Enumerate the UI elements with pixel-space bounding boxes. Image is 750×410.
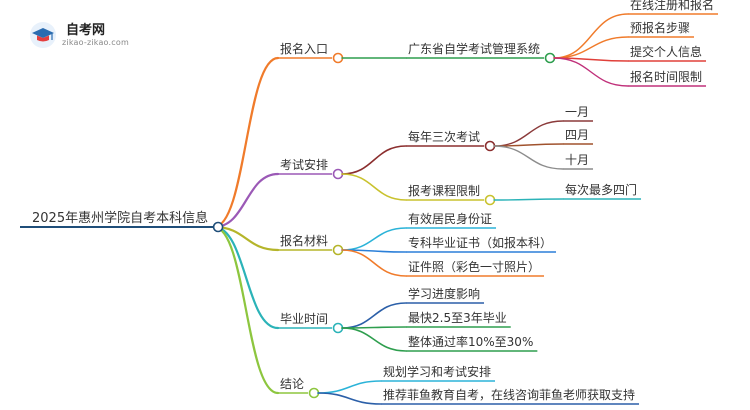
branch-4-child-1-label: 学习进度影响 <box>408 286 480 301</box>
branch-3-child-3-connector <box>341 249 407 277</box>
branch-1-child-1-leaf-3-label: 提交个人信息 <box>630 44 702 59</box>
branch-2-child-2-connector <box>341 173 407 201</box>
branch-4-connector <box>212 225 280 330</box>
branch-1-child-1-leaf-1-label: 在线注册和报名 <box>630 0 714 12</box>
branch-1-label: 报名入口 <box>280 41 328 56</box>
branch-2-child-1-leaf-1-connector <box>493 120 564 147</box>
branch-5-child-2-connector <box>317 392 382 405</box>
branch-2-child-1-connector <box>341 145 407 175</box>
branch-5-child-2-label: 推荐菲鱼教育自考，在线咨询菲鱼老师获取支持 <box>383 387 635 402</box>
branch-1-child-1-leaf-2-connector <box>553 36 629 59</box>
branch-5-dot <box>308 387 320 399</box>
branch-1-dot <box>332 52 344 64</box>
branch-2-child-2-label: 报考课程限制 <box>408 183 480 198</box>
branch-1-child-1-leaf-4-connector <box>553 57 629 87</box>
branch-5-label: 结论 <box>280 377 304 391</box>
branch-4-child-1-connector <box>341 302 407 329</box>
branch-5-child-1-connector <box>317 380 382 394</box>
branch-4-child-3-label: 整体通过率10%至30% <box>408 334 533 349</box>
branch-4-child-2-label: 最快2.5至3年毕业 <box>408 311 507 325</box>
site-logo: 自考网 zikao-zikao.com <box>28 18 148 52</box>
logo-title: 自考网 <box>66 23 106 38</box>
branch-1-child-1-dot <box>544 52 556 64</box>
root-node-label: 2025年惠州学院自考本科信息 <box>32 210 208 226</box>
branch-1-child-1-leaf-4-label: 报名时间限制 <box>630 69 702 84</box>
branch-3-child-3-label: 证件照（彩色一寸照片） <box>408 260 540 274</box>
logo-subtitle: zikao-zikao.com <box>62 38 129 47</box>
branch-3-dot <box>332 244 344 256</box>
branch-2-child-1-dot <box>484 140 496 152</box>
branch-1-child-1-label: 广东省自学考试管理系统 <box>408 41 540 56</box>
branch-1-child-1-leaf-2-label: 预报名步骤 <box>630 20 690 35</box>
branch-2-child-1-label: 每年三次考试 <box>408 129 480 144</box>
branch-1-child-1-leaf-1-connector <box>553 13 629 59</box>
branch-4-label: 毕业时间 <box>280 312 328 326</box>
branch-3-child-1-label: 有效居民身份证 <box>408 211 492 226</box>
branch-4-child-3-connector <box>341 327 407 352</box>
branch-2-child-2-leaf-1-label: 每次最多四门 <box>565 182 637 197</box>
branch-2-connector <box>212 172 280 229</box>
branch-2-child-2-dot <box>484 194 496 206</box>
branch-3-child-1-connector <box>341 227 407 251</box>
branch-5-connector <box>212 225 280 395</box>
branch-2-child-1-leaf-3-label: 十月 <box>565 153 589 167</box>
graduation-cap-icon <box>30 22 56 48</box>
root-hub-dot <box>212 221 224 233</box>
branch-2-label: 考试安排 <box>280 157 328 172</box>
branch-2-child-1-leaf-3-connector <box>493 145 564 170</box>
branch-2-dot <box>332 168 344 180</box>
branch-1-connector <box>212 56 280 229</box>
branch-4-dot <box>332 322 344 334</box>
branch-3-child-2-label: 专科毕业证书（如报本科） <box>408 235 552 250</box>
branch-5-child-1-label: 规划学习和考试安排 <box>383 364 491 379</box>
branch-2-child-1-leaf-1-label: 一月 <box>565 105 589 119</box>
branch-2-child-2-leaf-1-connector <box>493 198 564 201</box>
branch-2-child-1-leaf-2-label: 四月 <box>565 128 589 142</box>
branch-3-label: 报名材料 <box>280 233 328 248</box>
